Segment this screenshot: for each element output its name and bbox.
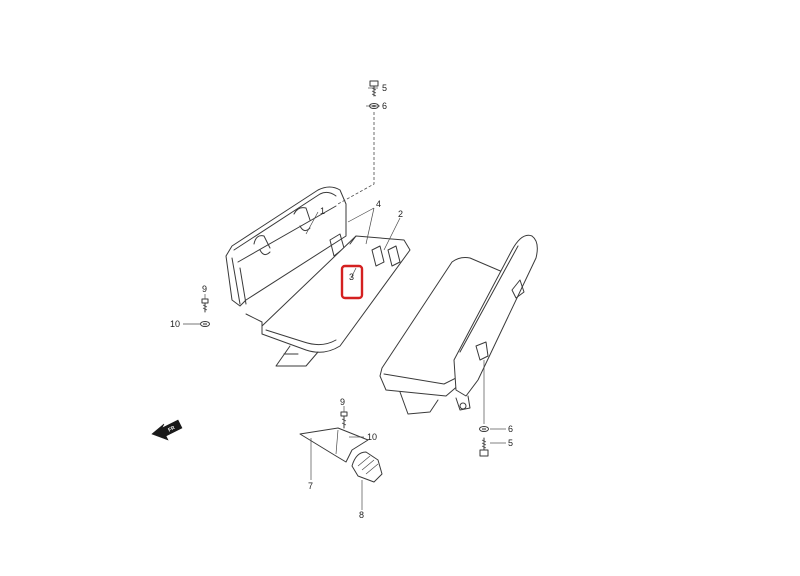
bolt-right xyxy=(479,437,489,457)
right-bench-seat xyxy=(379,234,538,415)
plate-part-7 xyxy=(299,427,369,463)
bolt-top xyxy=(369,80,379,97)
highlight-box-part-3 xyxy=(340,264,364,300)
washer-right xyxy=(479,426,489,432)
label-part-10-bottom: 10 xyxy=(367,432,377,442)
label-part-5-top: 5 xyxy=(382,83,387,93)
front-arrow-icon: FR xyxy=(151,419,183,441)
label-part-2: 2 xyxy=(398,209,403,219)
label-part-7: 7 xyxy=(308,481,313,491)
label-part-4: 4 xyxy=(376,199,381,209)
label-part-8: 8 xyxy=(359,510,364,520)
front-arrow-label: FR xyxy=(167,425,176,434)
bracket-part-8 xyxy=(351,451,383,483)
bolt-left xyxy=(201,298,209,313)
leader-lines xyxy=(183,87,506,510)
label-part-1: 1 xyxy=(320,206,325,216)
label-part-5-right: 5 xyxy=(508,438,513,448)
label-part-6-top: 6 xyxy=(382,101,387,111)
label-part-6-right: 6 xyxy=(508,424,513,434)
label-part-9-left: 9 xyxy=(202,284,207,294)
label-part-10-left: 10 xyxy=(170,319,180,329)
label-part-3: 3 xyxy=(349,272,354,282)
bolt-bottom xyxy=(340,411,348,429)
left-bench-seat xyxy=(225,186,411,367)
label-part-9-bottom: 9 xyxy=(340,397,345,407)
washer-left xyxy=(200,321,210,327)
